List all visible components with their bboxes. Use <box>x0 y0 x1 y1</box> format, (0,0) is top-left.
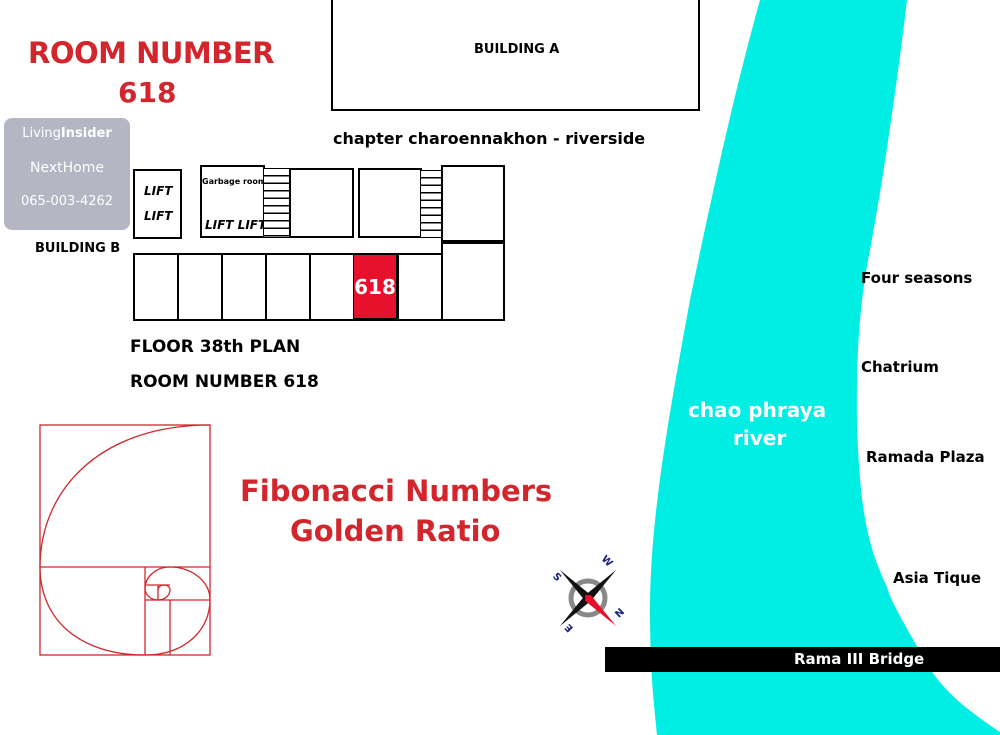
room <box>289 168 354 238</box>
watermark-brand: LivingInsider <box>22 126 112 141</box>
landmark-chatrium: Chatrium <box>861 358 939 376</box>
unit-divider <box>177 253 179 321</box>
bridge-bar <box>605 647 1000 672</box>
unit-divider <box>397 253 399 321</box>
building-b-label: BUILDING B <box>35 241 121 256</box>
title-room-number: ROOM NUMBER <box>28 36 275 70</box>
lift-label: LIFT <box>144 209 173 223</box>
staircase <box>263 168 291 238</box>
building-a-label: BUILDING A <box>474 42 560 57</box>
unit-divider <box>309 253 311 321</box>
river-shape <box>650 0 1000 735</box>
lift-block <box>133 169 182 239</box>
river-name-2: river <box>733 426 787 450</box>
golden-ratio-title: Golden Ratio <box>290 514 501 548</box>
lift-label: LIFT <box>144 184 173 198</box>
room <box>358 168 422 238</box>
room <box>441 165 505 242</box>
garbage-room <box>200 165 265 238</box>
watermark-badge <box>4 118 130 230</box>
staircase <box>420 170 443 238</box>
unit-divider <box>265 253 267 321</box>
room <box>441 242 505 321</box>
unit-divider <box>221 253 223 321</box>
lift-pair-label: LIFT LIFT <box>205 218 267 232</box>
river-name: chao phraya <box>688 398 827 422</box>
room-label: ROOM NUMBER 618 <box>130 372 319 392</box>
landmark-four-seasons: Four seasons <box>861 269 973 287</box>
bridge-label: Rama III Bridge <box>794 650 925 668</box>
golden-ratio-diagram <box>39 424 211 656</box>
garbage-room-label: Garbage room <box>202 177 267 186</box>
watermark-line2: NextHome <box>30 160 104 176</box>
building-a <box>331 0 700 111</box>
fibonacci-title: Fibonacci Numbers <box>240 474 553 508</box>
landmark-asia-tique: Asia Tique <box>893 569 981 587</box>
room-618-highlight: 618 <box>353 254 397 319</box>
project-name: chapter charoennakhon - riverside <box>333 129 646 148</box>
watermark-phone: 065-003-4262 <box>20 194 114 209</box>
title-room-value: 618 <box>118 76 177 109</box>
landmark-ramada-plaza: Ramada Plaza <box>866 448 985 466</box>
compass-rose-icon <box>559 569 617 627</box>
floor-label: FLOOR 38th PLAN <box>130 337 301 357</box>
